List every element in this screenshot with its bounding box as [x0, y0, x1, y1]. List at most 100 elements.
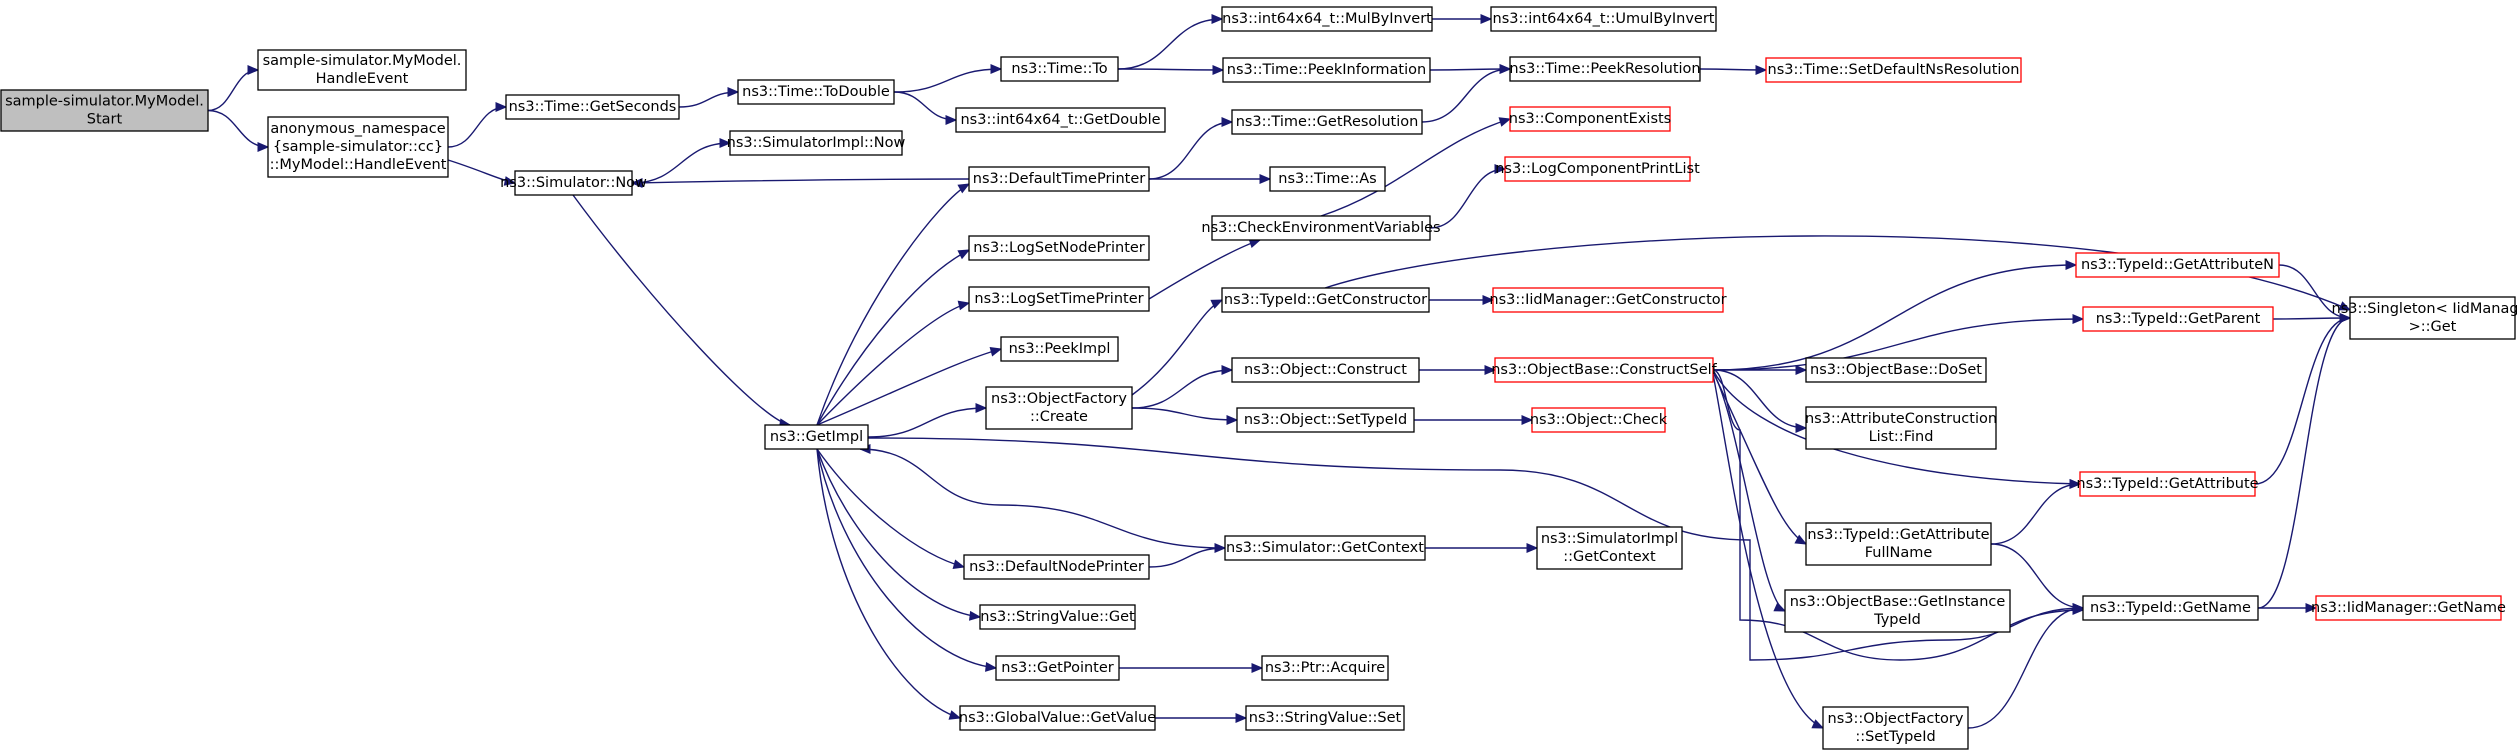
edge-constructself-to-getparent: [1712, 314, 2085, 371]
edge-arrowhead: [495, 102, 508, 112]
edge-arrowhead: [1794, 534, 1808, 545]
node-box: [968, 235, 1150, 261]
node-peekres[interactable]: ns3::Time::PeekResolution: [1509, 56, 1701, 82]
node-ptr_acquire[interactable]: ns3::Ptr::Acquire: [1261, 655, 1389, 681]
node-box: [1536, 526, 1683, 570]
node-obj_check[interactable]: ns3::Object::Check: [1530, 407, 1668, 433]
node-getres[interactable]: ns3::Time::GetResolution: [1231, 109, 1423, 135]
node-umulbyinvert[interactable]: ns3::int64x64_t::UmulByInvert: [1490, 6, 1717, 32]
node-getpointer[interactable]: ns3::GetPointer: [995, 655, 1120, 681]
node-sim_now[interactable]: ns3::Simulator::Now: [500, 170, 647, 196]
edge-line: [867, 407, 987, 438]
node-typeid_getctor[interactable]: ns3::TypeId::GetConstructor: [1221, 287, 1430, 313]
edge-anon_handle-to-getseconds: [447, 102, 508, 148]
node-label: ns3::StringValue::Get: [980, 609, 1135, 625]
node-time_as[interactable]: ns3::Time::As: [1269, 166, 1386, 192]
edge-line: [816, 183, 970, 426]
node-sim_getcontext[interactable]: ns3::Simulator::GetContext: [1224, 535, 1426, 561]
edge-line: [631, 178, 970, 184]
edge-obj_settypeid-to-obj_check: [1413, 415, 1534, 425]
edge-line: [1320, 118, 1511, 217]
node-label: ns3::ObjectBase::DoSet: [1810, 362, 1982, 378]
node-simimpl_now[interactable]: ns3::SimulatorImpl::Now: [727, 130, 906, 156]
node-box: [955, 107, 1166, 133]
edge-anon_handle-to-sim_now: [447, 159, 517, 186]
node-checkenv[interactable]: ns3::CheckEnvironmentVariables: [1201, 215, 1441, 241]
node-box: [968, 286, 1150, 312]
node-label: ::SetTypeId: [1855, 729, 1935, 745]
edge-getimpl-to-deftimeprinter: [816, 183, 971, 426]
node-box: [1805, 406, 1997, 450]
node-iidmgr_getctor[interactable]: ns3::IidManager::GetConstructor: [1489, 287, 1727, 313]
edge-deftimeprinter-to-getres: [1148, 117, 1234, 180]
edge-typeid_getname-to-iidmgr_getname: [2257, 603, 2318, 613]
edge-line: [1712, 318, 2084, 371]
edge-line: [1990, 483, 2081, 545]
edge-line: [1117, 18, 1223, 70]
node-constructself[interactable]: ns3::ObjectBase::ConstructSelf: [1491, 357, 1718, 383]
node-getdouble[interactable]: ns3::int64x64_t::GetDouble: [955, 107, 1166, 133]
node-getparent[interactable]: ns3::TypeId::GetParent: [2082, 306, 2274, 332]
node-mulbyinvert[interactable]: ns3::int64x64_t::MulByInvert: [1221, 6, 1433, 32]
edge-objfactory_create-to-obj_settypeid: [1131, 407, 1239, 425]
edge-arrowhead: [1226, 415, 1239, 425]
node-simimpl_getcontext[interactable]: ns3::SimulatorImpl::GetContext: [1536, 526, 1683, 570]
edge-arrowhead: [630, 178, 643, 188]
node-getseconds[interactable]: ns3::Time::GetSeconds: [505, 94, 680, 120]
node-singleton_get[interactable]: ns3::Singleton< IidManager >::Get: [2332, 296, 2517, 340]
node-typeid_getname[interactable]: ns3::TypeId::GetName: [2082, 595, 2259, 621]
edge-arrowhead: [945, 115, 958, 125]
node-obj_settypeid[interactable]: ns3::Object::SetTypeId: [1236, 407, 1415, 433]
node-box: [514, 170, 633, 196]
edge-arrowhead: [1494, 164, 1507, 174]
node-defnodeprinter[interactable]: ns3::DefaultNodePrinter: [963, 554, 1150, 580]
edge-line: [1712, 369, 2084, 661]
node-anon_handle[interactable]: anonymous_namespace{sample-simulator::cc…: [267, 116, 449, 178]
edge-globalvalue_getvalue-to-stringvalue_set: [1155, 713, 1248, 723]
edge-arrowhead: [948, 710, 962, 720]
node-box: [1222, 57, 1431, 83]
node-deftimeprinter[interactable]: ns3::DefaultTimePrinter: [968, 166, 1150, 192]
edge-todouble-to-time_to: [893, 64, 1003, 93]
edge-constructself-to-attrconst_find: [1712, 369, 1808, 433]
node-mm_handle[interactable]: sample-simulator.MyModel.HandleEvent: [257, 49, 467, 91]
node-box: [0, 89, 209, 132]
node-getattrn[interactable]: ns3::TypeId::GetAttributeN: [2075, 252, 2280, 278]
node-peekimpl[interactable]: ns3::PeekImpl: [1000, 336, 1119, 362]
node-box: [257, 49, 467, 91]
edge-line: [1712, 373, 1824, 729]
edge-line: [816, 348, 1002, 426]
edges-layer: [207, 14, 2352, 729]
edge-getpointer-to-ptr_acquire: [1119, 663, 1264, 673]
edge-getseconds-to-todouble: [678, 87, 740, 108]
node-logsettime[interactable]: ns3::LogSetTimePrinter: [968, 286, 1150, 312]
node-time_to[interactable]: ns3::Time::To: [1000, 56, 1119, 82]
node-label: ns3::LogSetNodePrinter: [973, 240, 1145, 256]
node-compexists[interactable]: ns3::ComponentExists: [1509, 106, 1672, 132]
node-getimpl[interactable]: ns3::GetImpl: [764, 424, 869, 450]
node-logcompprint[interactable]: ns3::LogComponentPrintList: [1495, 156, 1700, 182]
node-obj_construct[interactable]: ns3::Object::Construct: [1231, 357, 1420, 383]
node-todouble[interactable]: ns3::Time::ToDouble: [737, 79, 895, 105]
node-stringvalue_get[interactable]: ns3::StringValue::Get: [979, 604, 1136, 630]
edge-constructself-to-getattrfullname: [1712, 371, 1808, 545]
node-objfactory_create[interactable]: ns3::ObjectFactory::Create: [985, 386, 1133, 430]
node-logsetnode[interactable]: ns3::LogSetNodePrinter: [968, 235, 1150, 261]
edge-line: [816, 448, 961, 719]
node-label: ns3::TypeId::GetName: [2090, 600, 2251, 616]
node-objfactory_settypeid[interactable]: ns3::ObjectFactory::SetTypeId: [1822, 706, 1969, 750]
node-peekinfo[interactable]: ns3::Time::PeekInformation: [1222, 57, 1431, 83]
node-globalvalue_getvalue[interactable]: ns3::GlobalValue::GetValue: [959, 705, 1156, 731]
node-getattribute[interactable]: ns3::TypeId::GetAttribute: [2076, 471, 2259, 497]
node-label: ns3::int64x64_t::UmulByInvert: [1493, 11, 1715, 27]
node-stringvalue_set[interactable]: ns3::StringValue::Set: [1245, 705, 1405, 731]
node-setdefres[interactable]: ns3::Time::SetDefaultNsResolution: [1765, 57, 2022, 83]
edge-peekres-to-setdefres: [1699, 65, 1768, 75]
edge-constructself-to-objfactory_settypeid: [1712, 373, 1825, 729]
node-iidmgr_getname[interactable]: ns3::IidManager::GetName: [2311, 595, 2506, 621]
edge-line: [631, 142, 731, 184]
node-doset[interactable]: ns3::ObjectBase::DoSet: [1805, 357, 1987, 383]
